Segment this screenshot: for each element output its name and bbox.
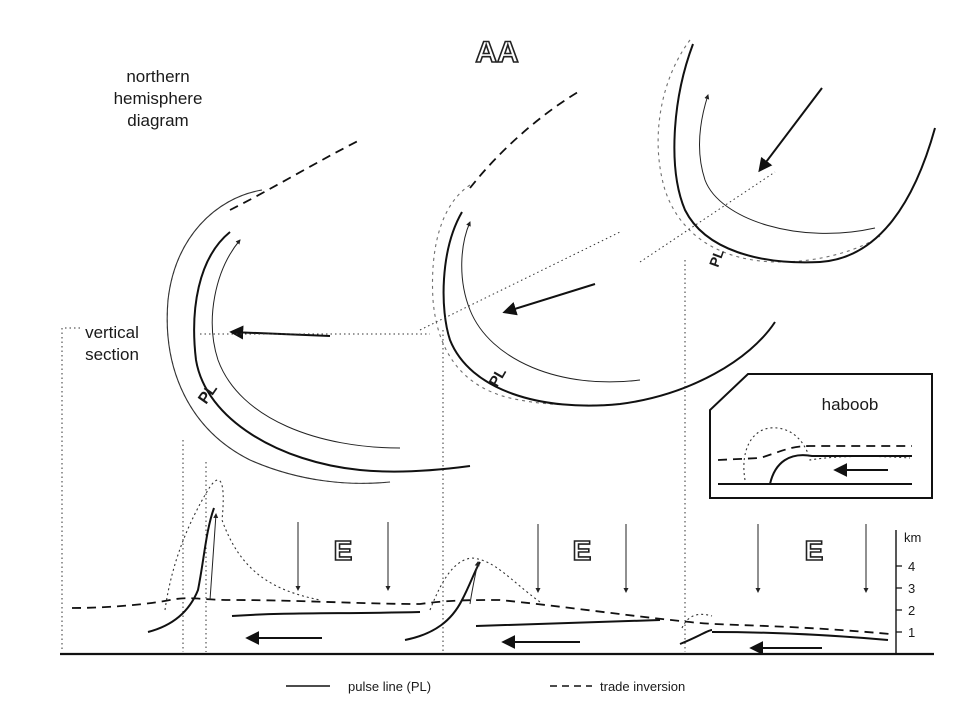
section-label-line-2: section <box>85 345 139 364</box>
height-axis-unit: km <box>904 530 921 545</box>
axis-dots-2 <box>419 231 621 331</box>
inflow-arrow-2 <box>502 283 596 316</box>
height-axis: km 4 3 2 1 <box>895 530 921 654</box>
inflow-arrow-3 <box>758 87 823 173</box>
height-tick-2: 2 <box>908 603 915 618</box>
section-trade-inversion <box>71 597 891 635</box>
front-label-1: PL <box>195 381 221 408</box>
hemisphere-label-line-3: diagram <box>127 111 188 130</box>
section-pulse-line-2 <box>404 561 661 641</box>
inner-flow-1 <box>211 239 401 449</box>
height-tick-4: 4 <box>908 559 915 574</box>
plan-view-stage-3: PL <box>639 39 936 269</box>
legend: pulse line (PL) trade inversion <box>286 679 685 694</box>
inset-frame <box>709 373 933 499</box>
hemisphere-label-line-2: hemisphere <box>114 89 203 108</box>
section-pulse-line-3 <box>679 629 889 645</box>
inset-title: haboob <box>822 395 879 414</box>
hemisphere-label: northern hemisphere diagram <box>114 67 203 130</box>
plan-view-stage-2: PL <box>419 91 776 407</box>
inner-flow-2 <box>461 221 641 383</box>
hemisphere-label-line-1: northern <box>126 67 189 86</box>
height-tick-1: 1 <box>908 625 915 640</box>
pulse-line-3 <box>673 43 936 264</box>
section-cloud-2 <box>429 557 541 611</box>
front-label-2: PL <box>486 365 510 390</box>
legend-pulse-label: pulse line (PL) <box>348 679 431 694</box>
cloud-band-1 <box>166 189 391 484</box>
pulse-line-1 <box>193 231 471 473</box>
vertical-section: E E E <box>60 260 934 656</box>
subsidence-label-2: E <box>573 535 592 566</box>
haboob-inset: haboob <box>709 373 933 499</box>
upper-flow-1 <box>229 139 361 211</box>
section-label: vertical section <box>85 323 139 364</box>
inner-flow-3 <box>698 94 876 234</box>
upper-flow-2 <box>469 91 579 189</box>
legend-inversion-label: trade inversion <box>600 679 685 694</box>
inset-inversion <box>717 445 912 461</box>
front-label-3: PL <box>706 246 727 269</box>
axis-dots-3 <box>639 171 776 263</box>
section-pulse-line-1 <box>147 507 421 633</box>
subsidence-label-3: E <box>805 535 824 566</box>
section-bracket <box>61 327 80 652</box>
section-label-line-1: vertical <box>85 323 139 342</box>
pulse-line-2 <box>442 211 776 407</box>
inset-pulse-line <box>769 454 912 485</box>
top-title: AA <box>475 36 518 69</box>
height-tick-3: 3 <box>908 581 915 596</box>
section-cloud-1 <box>164 479 321 611</box>
plan-view-stage-1: PL <box>166 139 471 484</box>
subsidence-label-1: E <box>334 535 353 566</box>
